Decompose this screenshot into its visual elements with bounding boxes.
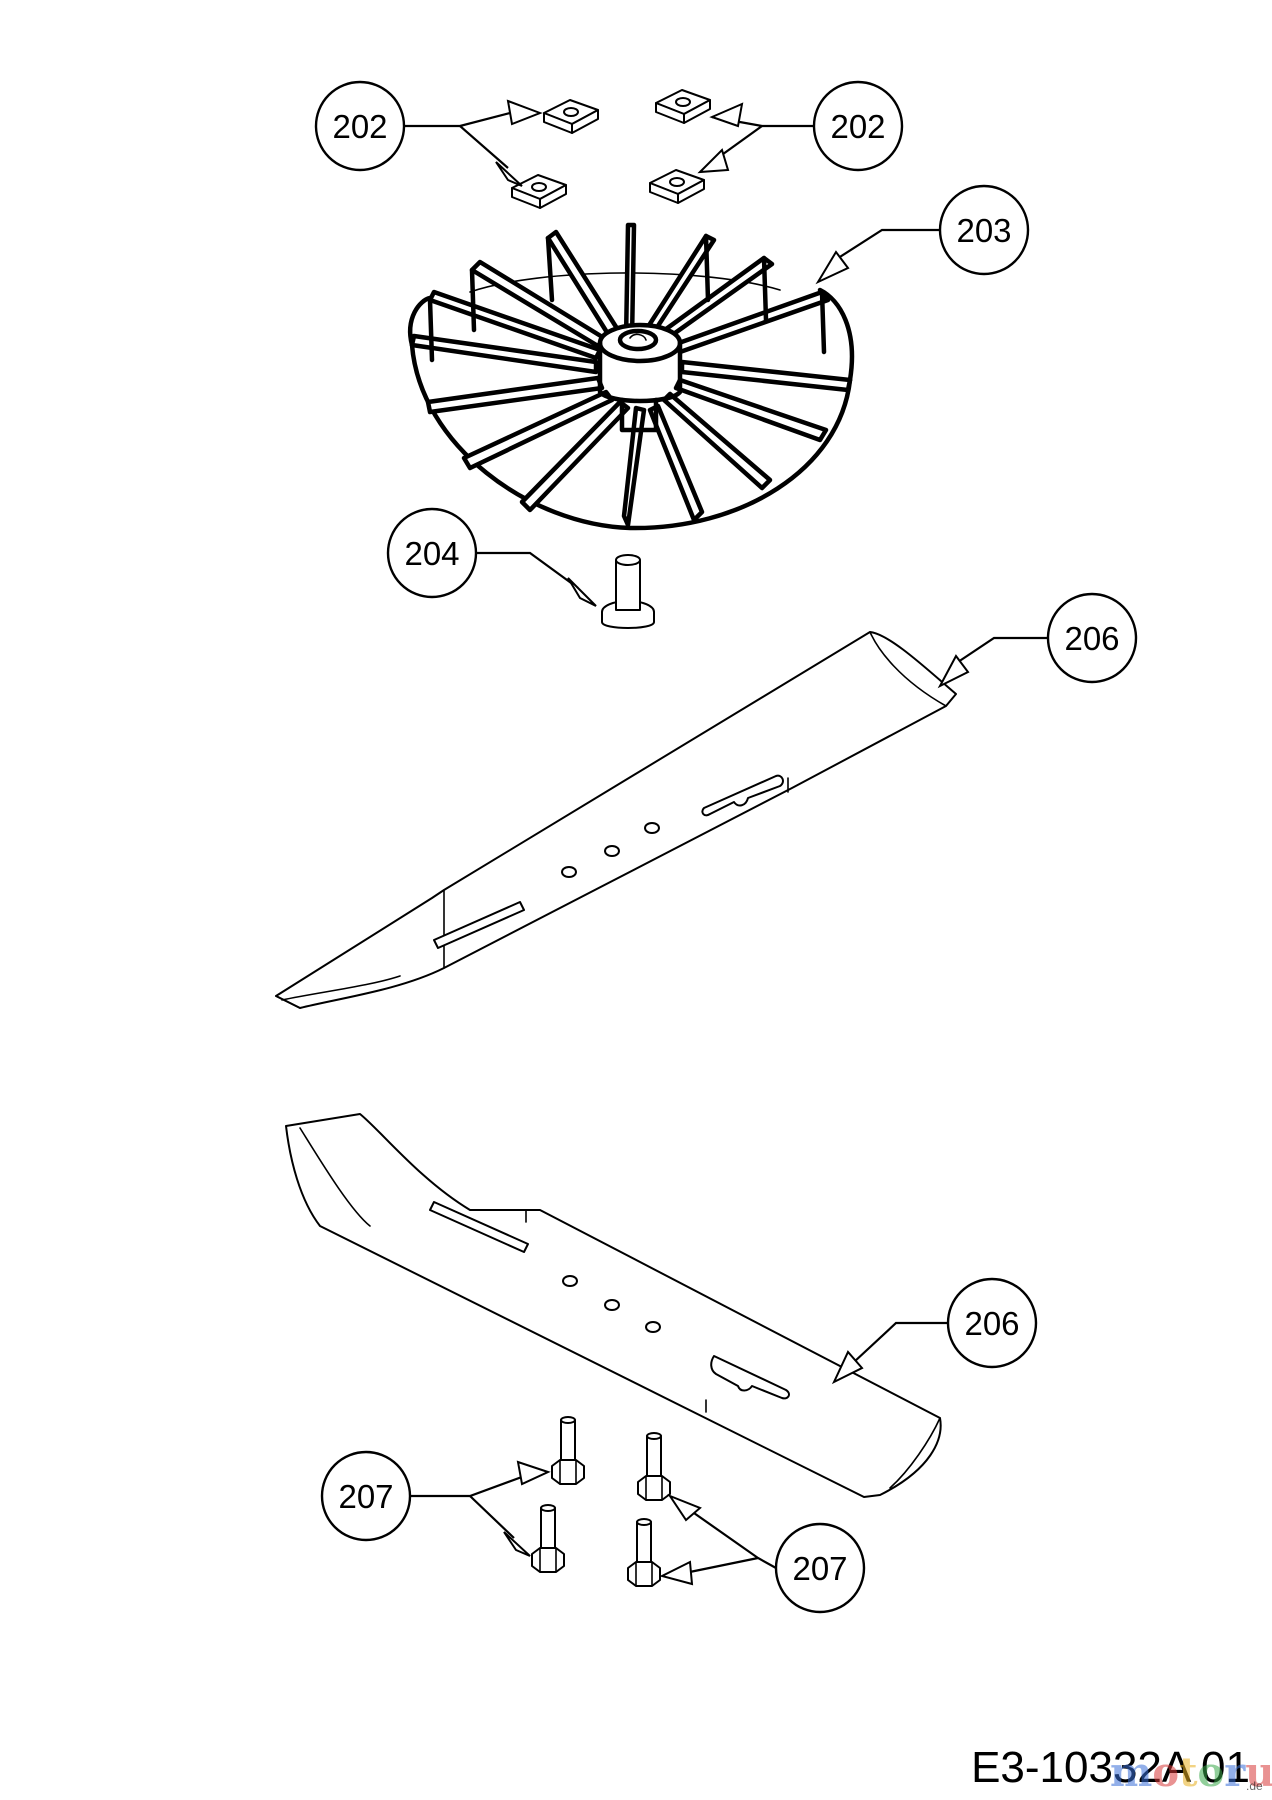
square-nut-icon (655, 89, 711, 124)
square-nut-icon (511, 174, 567, 209)
callout-206-lower: 206 (946, 1277, 1038, 1369)
hex-screw-icon (627, 1518, 661, 1587)
callout-207-left: 207 (320, 1450, 412, 1542)
hex-screw-icon (551, 1416, 585, 1485)
svg-text:202: 202 (332, 108, 387, 145)
drawing-number: E3-10332A 01 (971, 1743, 1250, 1792)
callout-202-left: 202 (314, 80, 406, 172)
mower-blade-icon (285, 1113, 942, 1498)
cooling-fan-icon (408, 222, 855, 531)
callout-203: 203 (938, 184, 1030, 276)
svg-text:207: 207 (792, 1550, 847, 1587)
callout-202-right: 202 (812, 80, 904, 172)
svg-text:motoruf: motoruf (1110, 1749, 1272, 1796)
svg-text:202: 202 (830, 108, 885, 145)
hex-screw-icon (531, 1504, 565, 1573)
svg-text:206: 206 (1064, 620, 1119, 657)
svg-text:206: 206 (964, 1305, 1019, 1342)
svg-text:204: 204 (404, 535, 459, 572)
shoulder-bolt-icon (601, 554, 655, 629)
svg-text:207: 207 (338, 1478, 393, 1515)
mower-blade-icon (275, 631, 957, 1009)
callout-204: 204 (386, 507, 478, 599)
svg-text:.de: .de (1246, 1779, 1263, 1793)
leader-lines (404, 99, 1048, 1586)
hex-screw-icon (637, 1432, 671, 1501)
square-nut-icon (649, 169, 705, 204)
callout-207-right: 207 (774, 1522, 866, 1614)
square-nut-icon (543, 99, 599, 134)
watermark-logo: motoruf .de (1110, 1749, 1272, 1796)
callout-206-upper: 206 (1046, 592, 1138, 684)
svg-text:203: 203 (956, 212, 1011, 249)
